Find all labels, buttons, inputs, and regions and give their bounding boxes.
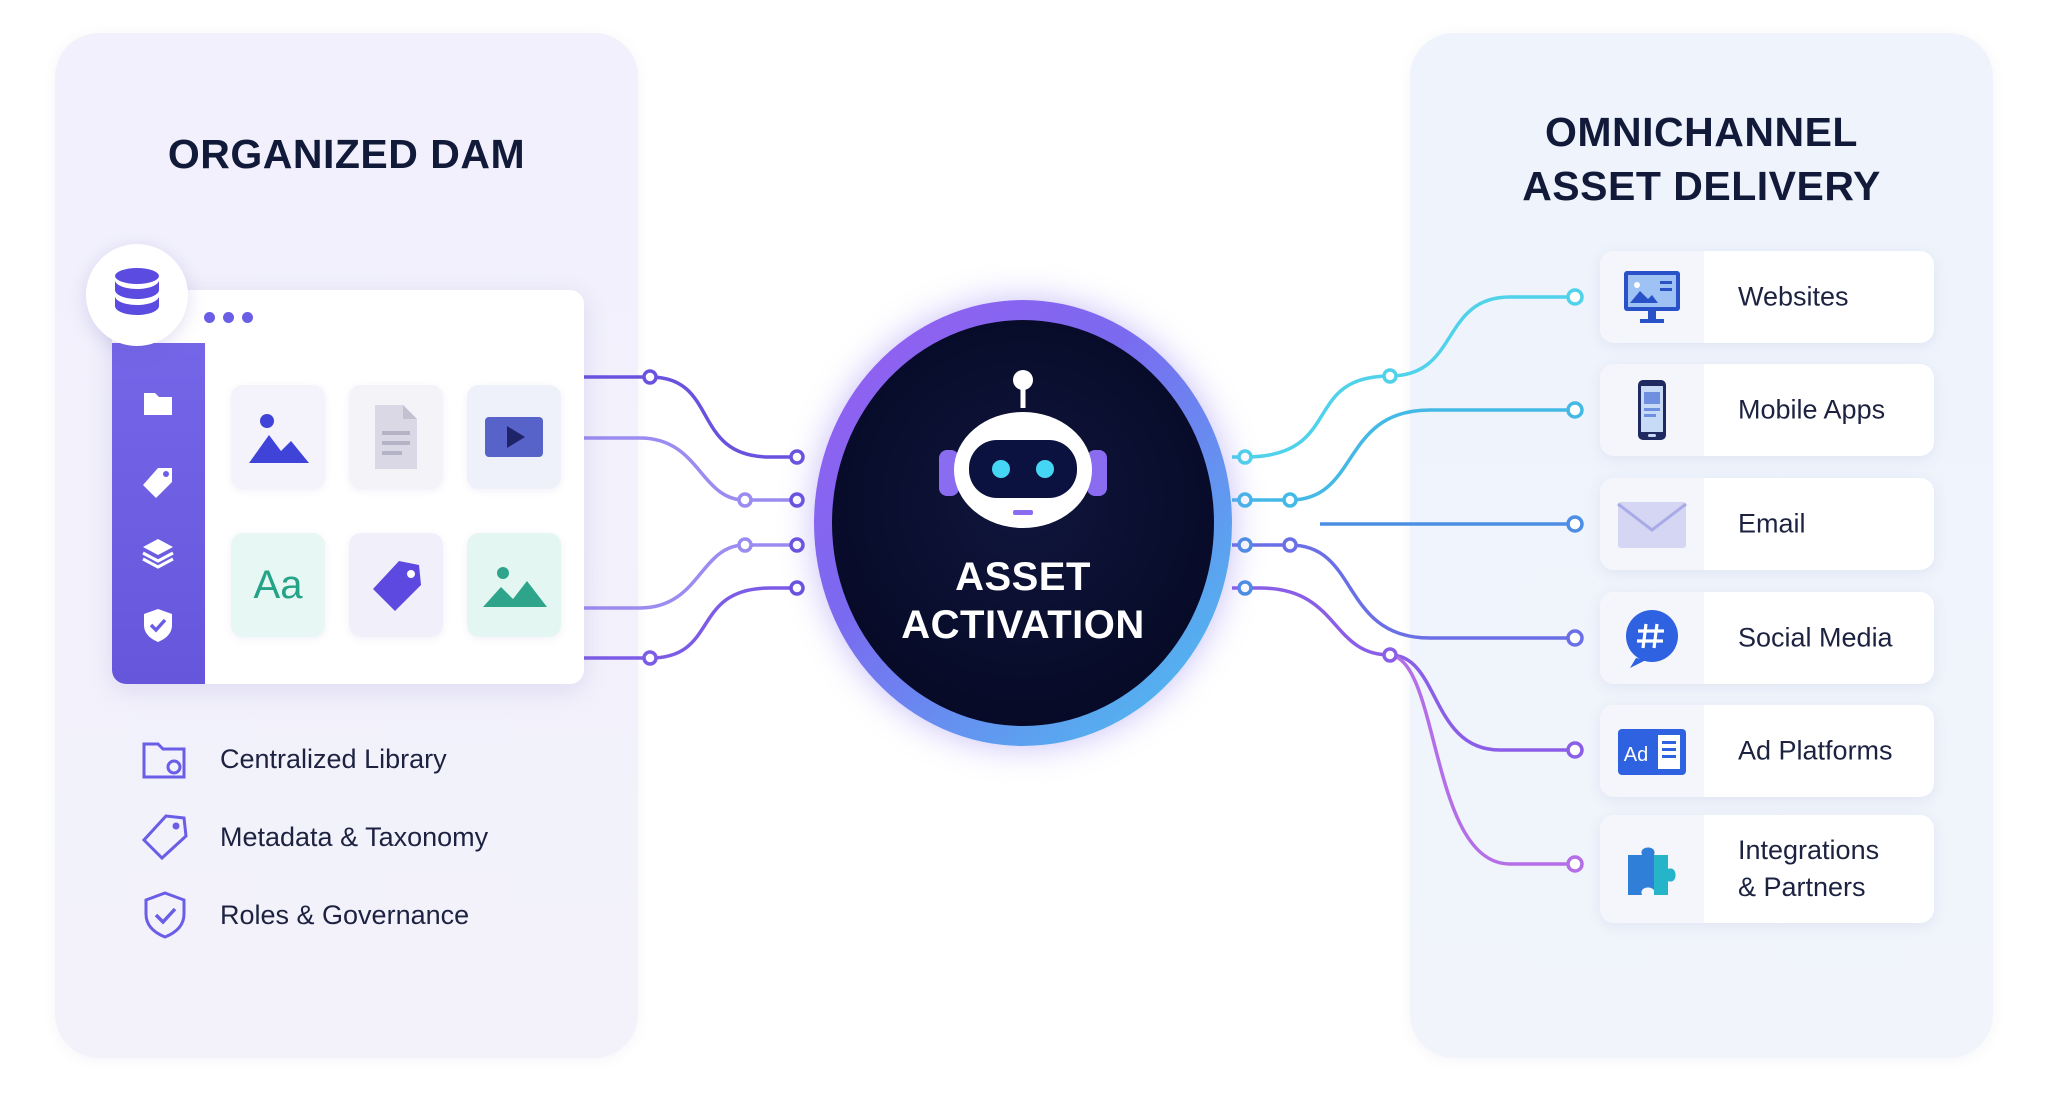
monitor-icon <box>1624 271 1680 323</box>
video-icon <box>485 417 543 457</box>
right-panel-title: OMNICHANNEL ASSET DELIVERY <box>1410 105 1993 213</box>
connector-right-2 <box>1232 408 1575 502</box>
channel-card-email[interactable]: Email <box>1600 478 1934 570</box>
smartphone-icon <box>1638 380 1666 440</box>
channel-label-line-2: & Partners <box>1738 872 1866 902</box>
channel-icon-box <box>1600 592 1704 684</box>
folder-icon <box>144 393 172 415</box>
image-icon <box>483 567 547 607</box>
feature-label: Metadata & Taxonomy <box>220 822 489 852</box>
channel-label: Integrations & Partners <box>1738 832 1879 906</box>
connector-right-4 <box>1232 543 1575 640</box>
window-dots-icon <box>204 310 261 328</box>
channel-card-mobile-apps[interactable]: Mobile Apps <box>1600 364 1934 456</box>
folder-icon <box>142 742 186 779</box>
tile-image[interactable] <box>231 385 325 489</box>
tag-icon <box>143 468 172 498</box>
center-line-2: ACTIVATION <box>901 603 1145 647</box>
channel-card-social-media[interactable]: Social Media <box>1600 592 1934 684</box>
right-title-line-1: OMNICHANNEL <box>1545 109 1858 155</box>
left-panel-title: ORGANIZED DAM <box>167 131 526 177</box>
tag-icon <box>141 814 188 861</box>
puzzle-icon <box>1628 847 1676 895</box>
channel-icon-box <box>1600 251 1704 343</box>
layers-icon <box>142 539 174 569</box>
shield-check-icon <box>144 609 172 642</box>
channel-icon-box <box>1600 478 1704 570</box>
tag-icon <box>373 561 421 611</box>
channel-label: Websites <box>1738 281 1849 312</box>
channel-label: Ad Platforms <box>1738 735 1893 766</box>
feature-label: Roles & Governance <box>220 900 470 930</box>
connector-left-3 <box>584 543 797 610</box>
robot-icon <box>939 370 1107 528</box>
font-icon: Aa <box>253 562 303 607</box>
channel-label: Email <box>1738 508 1806 539</box>
database-icon <box>115 268 159 315</box>
database-badge <box>86 244 188 346</box>
connector-left-2 <box>584 436 797 502</box>
connector-right-1 <box>1232 295 1575 459</box>
channel-label-line-1: Integrations <box>1738 835 1880 865</box>
channel-label: Social Media <box>1738 622 1893 653</box>
connector-right-6 <box>1389 653 1575 866</box>
asset-activation-label: ASSET ACTIVATION <box>832 553 1214 649</box>
ad-badge-text: Ad <box>1624 744 1648 766</box>
right-title-line-2: ASSET DELIVERY <box>1522 163 1881 209</box>
channel-card-websites[interactable]: Websites <box>1600 251 1934 343</box>
tile-image-2[interactable] <box>467 533 561 637</box>
dam-window: Aa <box>112 290 584 684</box>
channel-card-integrations[interactable]: Integrations & Partners <box>1600 815 1934 923</box>
envelope-icon <box>1617 502 1687 548</box>
connector-right-5 <box>1232 586 1575 752</box>
channel-label: Mobile Apps <box>1738 394 1886 425</box>
connector-left-1 <box>584 375 797 459</box>
center-line-1: ASSET <box>955 555 1091 599</box>
channel-card-ad-platforms[interactable]: Ad Ad Platforms <box>1600 705 1934 797</box>
image-icon <box>249 414 309 463</box>
tile-document[interactable] <box>349 385 443 489</box>
document-icon <box>375 405 417 469</box>
connector-left-4 <box>584 586 797 660</box>
tile-font[interactable]: Aa <box>231 533 325 637</box>
feature-label: Centralized Library <box>220 744 447 774</box>
hashtag-chat-icon <box>1626 610 1678 668</box>
asset-activation-core <box>832 320 1214 726</box>
channel-icon-box <box>1600 815 1704 923</box>
channel-icon-box: Ad <box>1600 705 1704 797</box>
dam-sidebar <box>112 343 205 684</box>
tile-tag[interactable] <box>349 533 443 637</box>
channel-icon-box <box>1600 364 1704 456</box>
shield-check-icon <box>144 891 186 939</box>
tile-video[interactable] <box>467 385 561 489</box>
ad-icon: Ad <box>1618 729 1686 775</box>
